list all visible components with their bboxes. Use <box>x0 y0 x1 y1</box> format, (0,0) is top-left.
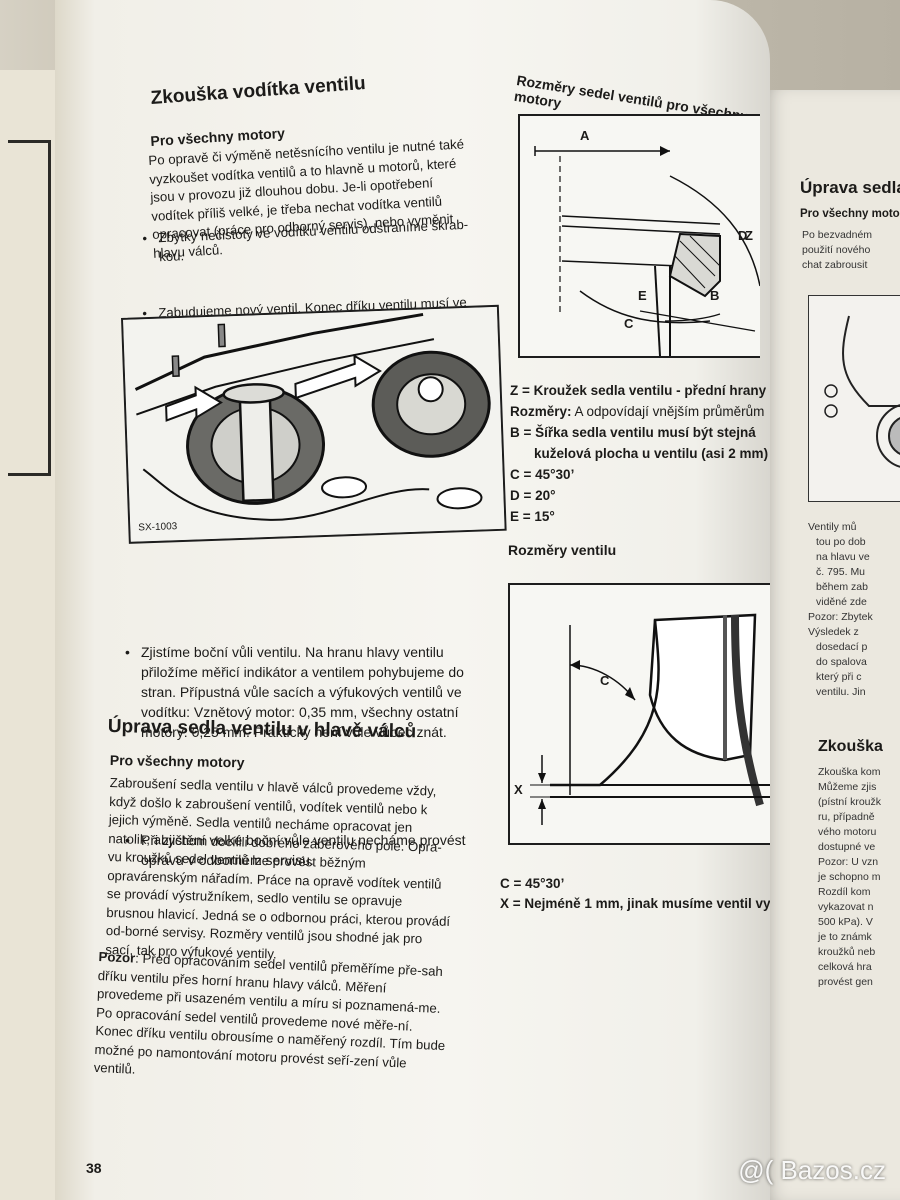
seat-legend: Z = Kroužek sedla ventilu - přední hrany… <box>510 380 770 527</box>
valve-guide-illustration <box>123 306 505 542</box>
legend-d: D = 20° <box>510 488 556 503</box>
dimension-label-z: Z <box>745 228 753 243</box>
valve-label-c: C <box>600 673 610 688</box>
bullet-side-play: Zjistíme boční vůli ventilu. Na hranu hl… <box>125 642 486 742</box>
legend-z: Z = Kroužek sedla ventilu - přední hrany <box>510 383 767 398</box>
adjacent-title: Úprava sedla <box>800 178 900 197</box>
adjacent-paragraph: Po bezvadném použití nového chat zabrous… <box>802 229 873 271</box>
adjacent-paragraph-3: Zkouška kom Můžeme zjis (pístní kroužk r… <box>818 766 882 988</box>
legend-c: C = 45°30’ <box>510 467 575 482</box>
legend-b-1: B = Šířka sedla ventilu musí být stejná <box>510 425 756 440</box>
valve-legend-x: X = Nejméně 1 mm, jinak musíme ventil vy… <box>500 896 770 911</box>
section-subtitle-2: Pro všechny motory <box>109 752 245 771</box>
valve-label-x: X <box>514 782 523 797</box>
warning-text: : Před opracováním sedel ventilů přeměří… <box>93 950 446 1077</box>
seat-dimensions-figure: A D E C B <box>518 114 760 358</box>
watermark: @( Bazos.cz <box>738 1155 886 1185</box>
valve-legend-c: C = 45°30’ <box>500 876 565 891</box>
adjacent-figure <box>808 295 900 502</box>
page-number: 38 <box>86 1160 102 1176</box>
warning-label: Pozor <box>98 948 136 966</box>
dimension-label-a: A <box>580 128 590 143</box>
seat-paragraph: Zabroušení sedla ventilu v hlavě válců p… <box>105 774 451 961</box>
book-page: Zkouška vodítka ventilu Pro všechny moto… <box>55 0 770 1200</box>
valve-dimensions-figure: C X <box>508 583 770 845</box>
adjacent-page: Úprava sedla Pro všechny motory Po bezva… <box>760 90 900 1200</box>
dimension-label-c: C <box>624 316 634 331</box>
legend-dimensions: Rozměry: A odpovídají vnějším průměrům <box>510 404 765 419</box>
valve-dimensions-title: Rozměry ventilu <box>508 542 617 558</box>
adjacent-subtitle: Pro všechny motory <box>800 208 900 220</box>
legend-b-2: kuželová plocha u ventilu (asi 2 mm) <box>534 446 769 461</box>
figure-code: SX-1003 <box>138 521 178 534</box>
adjacent-title-2: Zkouška <box>818 738 883 755</box>
valve-guide-figure: SX-1003 <box>121 304 507 544</box>
warning-paragraph: Pozor: Před opracováním sedel ventilů př… <box>93 948 453 1093</box>
dimension-label-e: E <box>638 288 647 303</box>
section-title: Zkouška vodítka ventilu <box>150 72 367 109</box>
dimension-label-b: B <box>710 288 720 303</box>
valve-dimensions-illustration <box>530 613 770 825</box>
bullet-large-play: Při zjištění velké boční vůle ventilu ne… <box>125 830 486 870</box>
legend-e: E = 15° <box>510 509 555 524</box>
dimension-label-d: D <box>738 228 748 243</box>
seat-dimensions-illustration <box>534 146 760 356</box>
adjacent-paragraph-2: Ventily mů tou po dob na hlavu ve č. 795… <box>808 521 873 698</box>
underlying-page-frame <box>8 140 51 476</box>
